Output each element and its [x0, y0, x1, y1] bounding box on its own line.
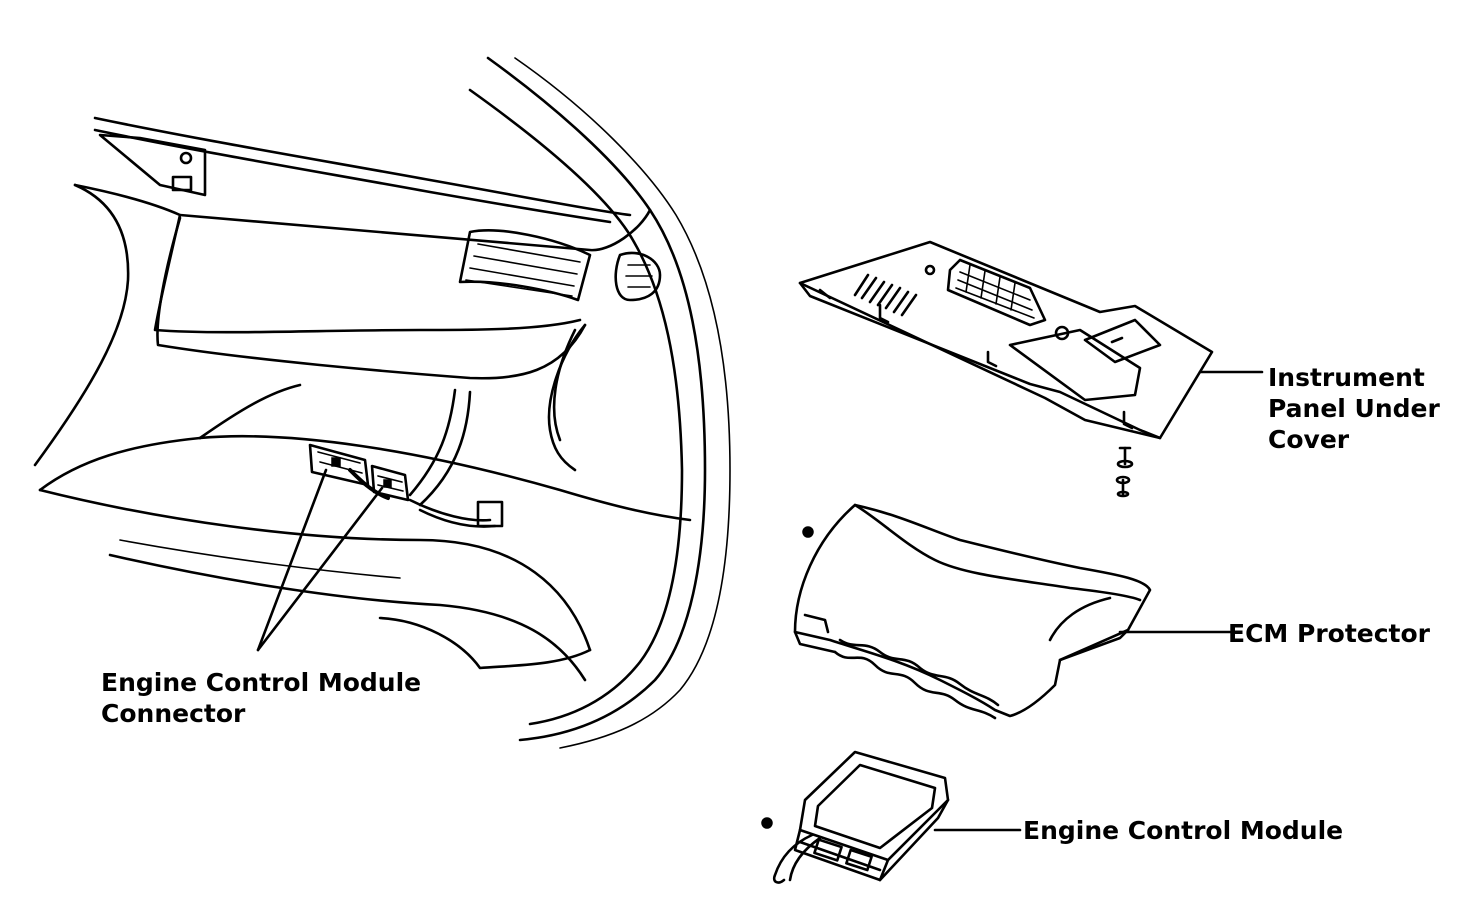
ecm-protector-illustration — [793, 503, 1232, 720]
ecm-connector-label-line2: Connector — [101, 699, 246, 728]
dashboard-interior-illustration — [33, 56, 731, 749]
under-cover-label-line2: Panel Under — [1268, 394, 1440, 423]
under-cover-label-line3: Cover — [1268, 425, 1350, 454]
under-cover-label-line1: Instrument — [1268, 363, 1425, 392]
ecm-connector-label-line1: Engine Control Module — [101, 668, 422, 697]
instrument-panel-under-cover-illustration — [798, 240, 1264, 440]
under-cover-label: Instrument Panel Under Cover — [1268, 362, 1440, 455]
ecm-label-text: Engine Control Module — [1023, 816, 1344, 845]
ecm-protector-label-text: ECM Protector — [1228, 619, 1431, 648]
ecm-protector-label: ECM Protector — [1228, 618, 1430, 649]
ecm-label: Engine Control Module — [1023, 815, 1343, 846]
ecm-connector-label: Engine Control Module Connector — [101, 667, 421, 729]
nut-icon — [761, 526, 814, 829]
engine-control-module-illustration — [772, 750, 1022, 884]
bolt-icon — [1115, 446, 1134, 498]
